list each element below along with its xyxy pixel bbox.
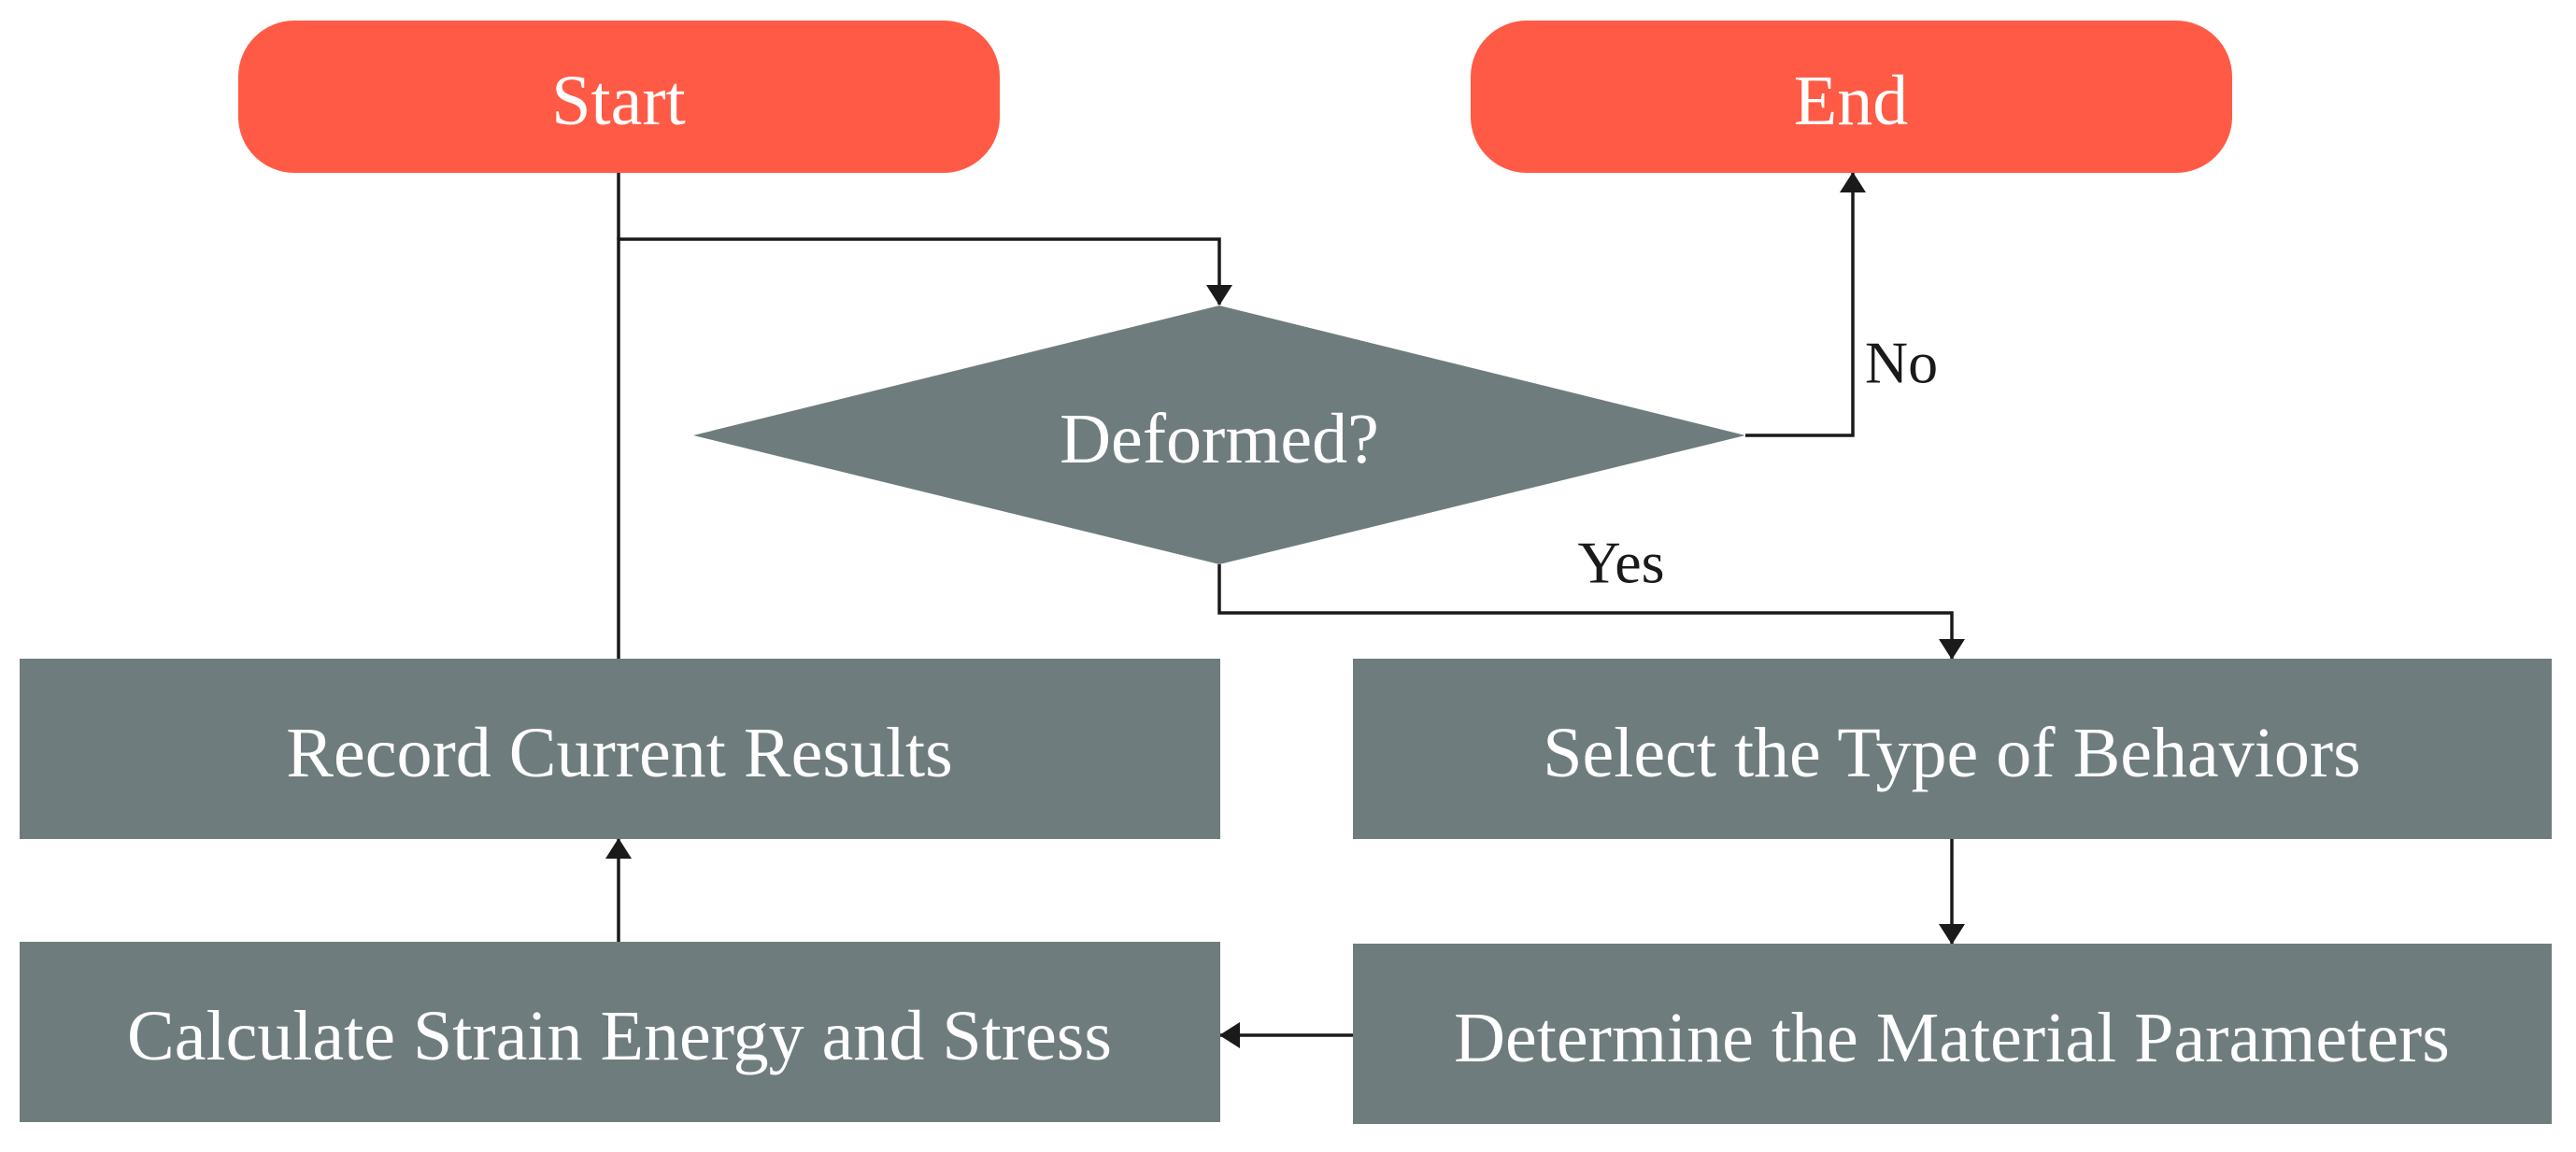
record-node: Record Current Results (20, 659, 1220, 839)
record-shape (20, 659, 1220, 839)
calculate-node: Calculate Strain Energy and Stress (20, 942, 1220, 1122)
calculate-shape (20, 942, 1220, 1122)
calculate-label: Calculate Strain Energy and Stress (127, 997, 1112, 1075)
decision-node: Deformed? (693, 306, 1745, 564)
determine-label: Determine the Material Parameters (1454, 999, 2450, 1077)
select-label: Select the Type of Behaviors (1543, 714, 2360, 792)
edge-label-yes: Yes (1577, 530, 1664, 596)
edge-decision-to-end (1745, 172, 1866, 437)
edge-decision-to-select (1217, 564, 1965, 660)
select-shape (1353, 659, 2552, 839)
start-shape (238, 21, 1000, 173)
end-node: End (1471, 21, 2232, 173)
decision-label: Deformed? (1060, 400, 1379, 478)
edge-label-no: No (1865, 330, 1938, 396)
start-label: Start (551, 62, 686, 140)
end-shape (1471, 21, 2232, 173)
record-label: Record Current Results (286, 714, 952, 792)
determine-shape (1353, 944, 2552, 1124)
select-node: Select the Type of Behaviors (1353, 659, 2552, 839)
determine-node: Determine the Material Parameters (1353, 944, 2552, 1124)
edge-record-to-decision (617, 237, 1232, 659)
start-node: Start (238, 21, 1000, 173)
decision-shape (693, 306, 1745, 564)
end-label: End (1794, 62, 1908, 140)
